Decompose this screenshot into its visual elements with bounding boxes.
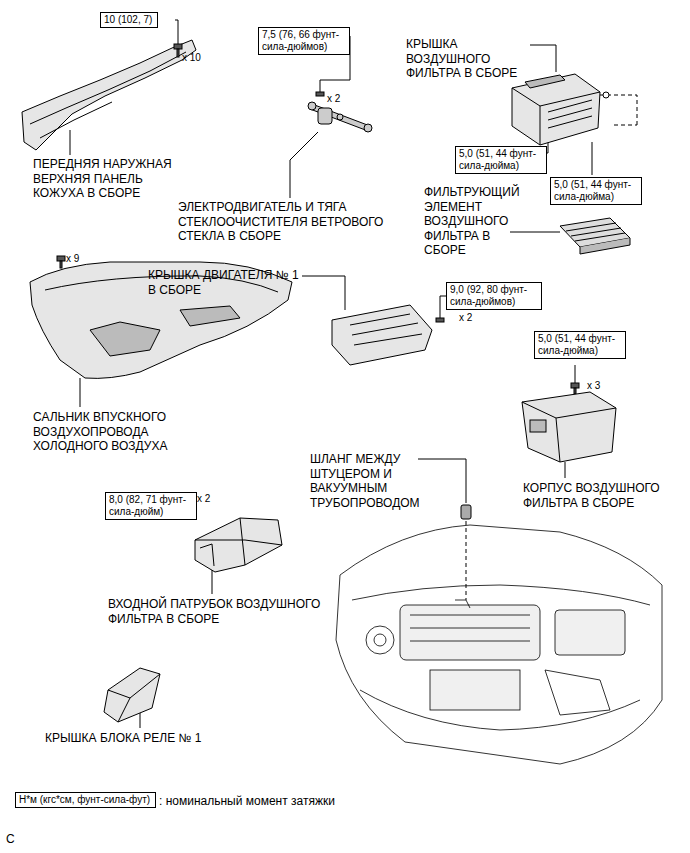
torque-spec-box: 5,0 (51, 44 фунт-сила-дюйма): [534, 331, 626, 359]
torque-spec-box: 8,0 (82, 71 фунт-сила-дюйм): [105, 492, 197, 520]
engine-cover: [332, 305, 432, 365]
part-label: КОРПУС ВОЗДУШНОГО ФИЛЬТРА В СБОРЕ: [523, 481, 678, 510]
torque-spec-box: 10 (102, 7): [100, 12, 158, 28]
cowl-panel: [22, 40, 196, 150]
quantity-label: x 2: [459, 312, 472, 324]
torque-value: 5,0 (51, 44 фунт-сила-дюйма): [554, 179, 638, 203]
part-label: КРЫШКА БЛОКА РЕЛЕ № 1: [45, 731, 201, 746]
quantity-label: x 3: [587, 380, 600, 392]
torque-spec-box: Н*м (кгс*см, фунт-сила-фут): [15, 792, 156, 808]
part-label: КРЫШКА ДВИГАТЕЛЯ № 1 В СБОРЕ: [148, 268, 300, 297]
vacuum-hose: [461, 505, 471, 519]
air-filter-cap: [512, 74, 609, 145]
part-label: КРЫШКА ВОЗДУШНОГО ФИЛЬТРА В СБОРЕ: [406, 37, 528, 81]
torque-spec-box: 5,0 (51, 44 фунт-сила-дюйма): [455, 146, 547, 174]
part-label: ПЕРЕДНЯЯ НАРУЖНАЯ ВЕРХНЯЯ ПАНЕЛЬ КОЖУХА …: [33, 157, 181, 201]
part-label: ФИЛЬТРУЮЩИЙ ЭЛЕМЕНТ ВОЗДУШНОГО ФИЛЬТРА В…: [424, 185, 520, 258]
torque-value: 7,5 (76, 66 фунт-сила-дюймов): [262, 29, 346, 53]
quantity-label: x 10: [182, 52, 201, 64]
torque-spec-box: 5,0 (51, 44 фунт-сила-дюйма): [550, 177, 642, 205]
quantity-label: x 9: [66, 253, 79, 265]
part-label: ЭЛЕКТРОДВИГАТЕЛЬ И ТЯГА СТЕКЛООЧИСТИТЕЛЯ…: [178, 200, 393, 244]
part-label: C: [6, 832, 15, 847]
quantity-label: x 2: [327, 93, 340, 105]
air-inlet: [195, 518, 282, 572]
torque-value: Н*м (кгс*см, фунт-сила-фут): [19, 794, 152, 806]
torque-spec-box: 7,5 (76, 66 фунт-сила-дюймов): [258, 27, 350, 55]
engine-bay: [336, 525, 662, 764]
torque-value: 5,0 (51, 44 фунт-сила-дюйма): [459, 148, 543, 172]
part-label: ВХОДНОЙ ПАТРУБОК ВОЗДУШНОГО ФИЛЬТРА В СБ…: [108, 597, 333, 626]
quantity-label: x 2: [197, 493, 210, 505]
part-label: : номинальный момент затяжки: [159, 794, 335, 809]
wiper-linkage: [308, 102, 372, 132]
air-cleaner-case: [522, 392, 616, 462]
part-label: ШЛАНГ МЕЖДУ ШТУЦЕРОМ И ВАКУУМНЫМ ТРУБОПР…: [310, 452, 428, 510]
torque-spec-box: 9,0 (92, 80 фунт-сила-дюймов): [446, 282, 542, 310]
torque-value: 9,0 (92, 80 фунт-сила-дюймов): [450, 284, 538, 308]
part-label: САЛЬНИК ВПУСКНОГО ВОЗДУХОПРОВОДА ХОЛОДНО…: [33, 410, 185, 454]
torque-value: 8,0 (82, 71 фунт-сила-дюйм): [109, 494, 193, 518]
torque-value: 5,0 (51, 44 фунт-сила-дюйма): [538, 333, 622, 357]
filter-element: [560, 218, 630, 254]
torque-value: 10 (102, 7): [104, 14, 154, 26]
relay-cover: [104, 668, 160, 722]
